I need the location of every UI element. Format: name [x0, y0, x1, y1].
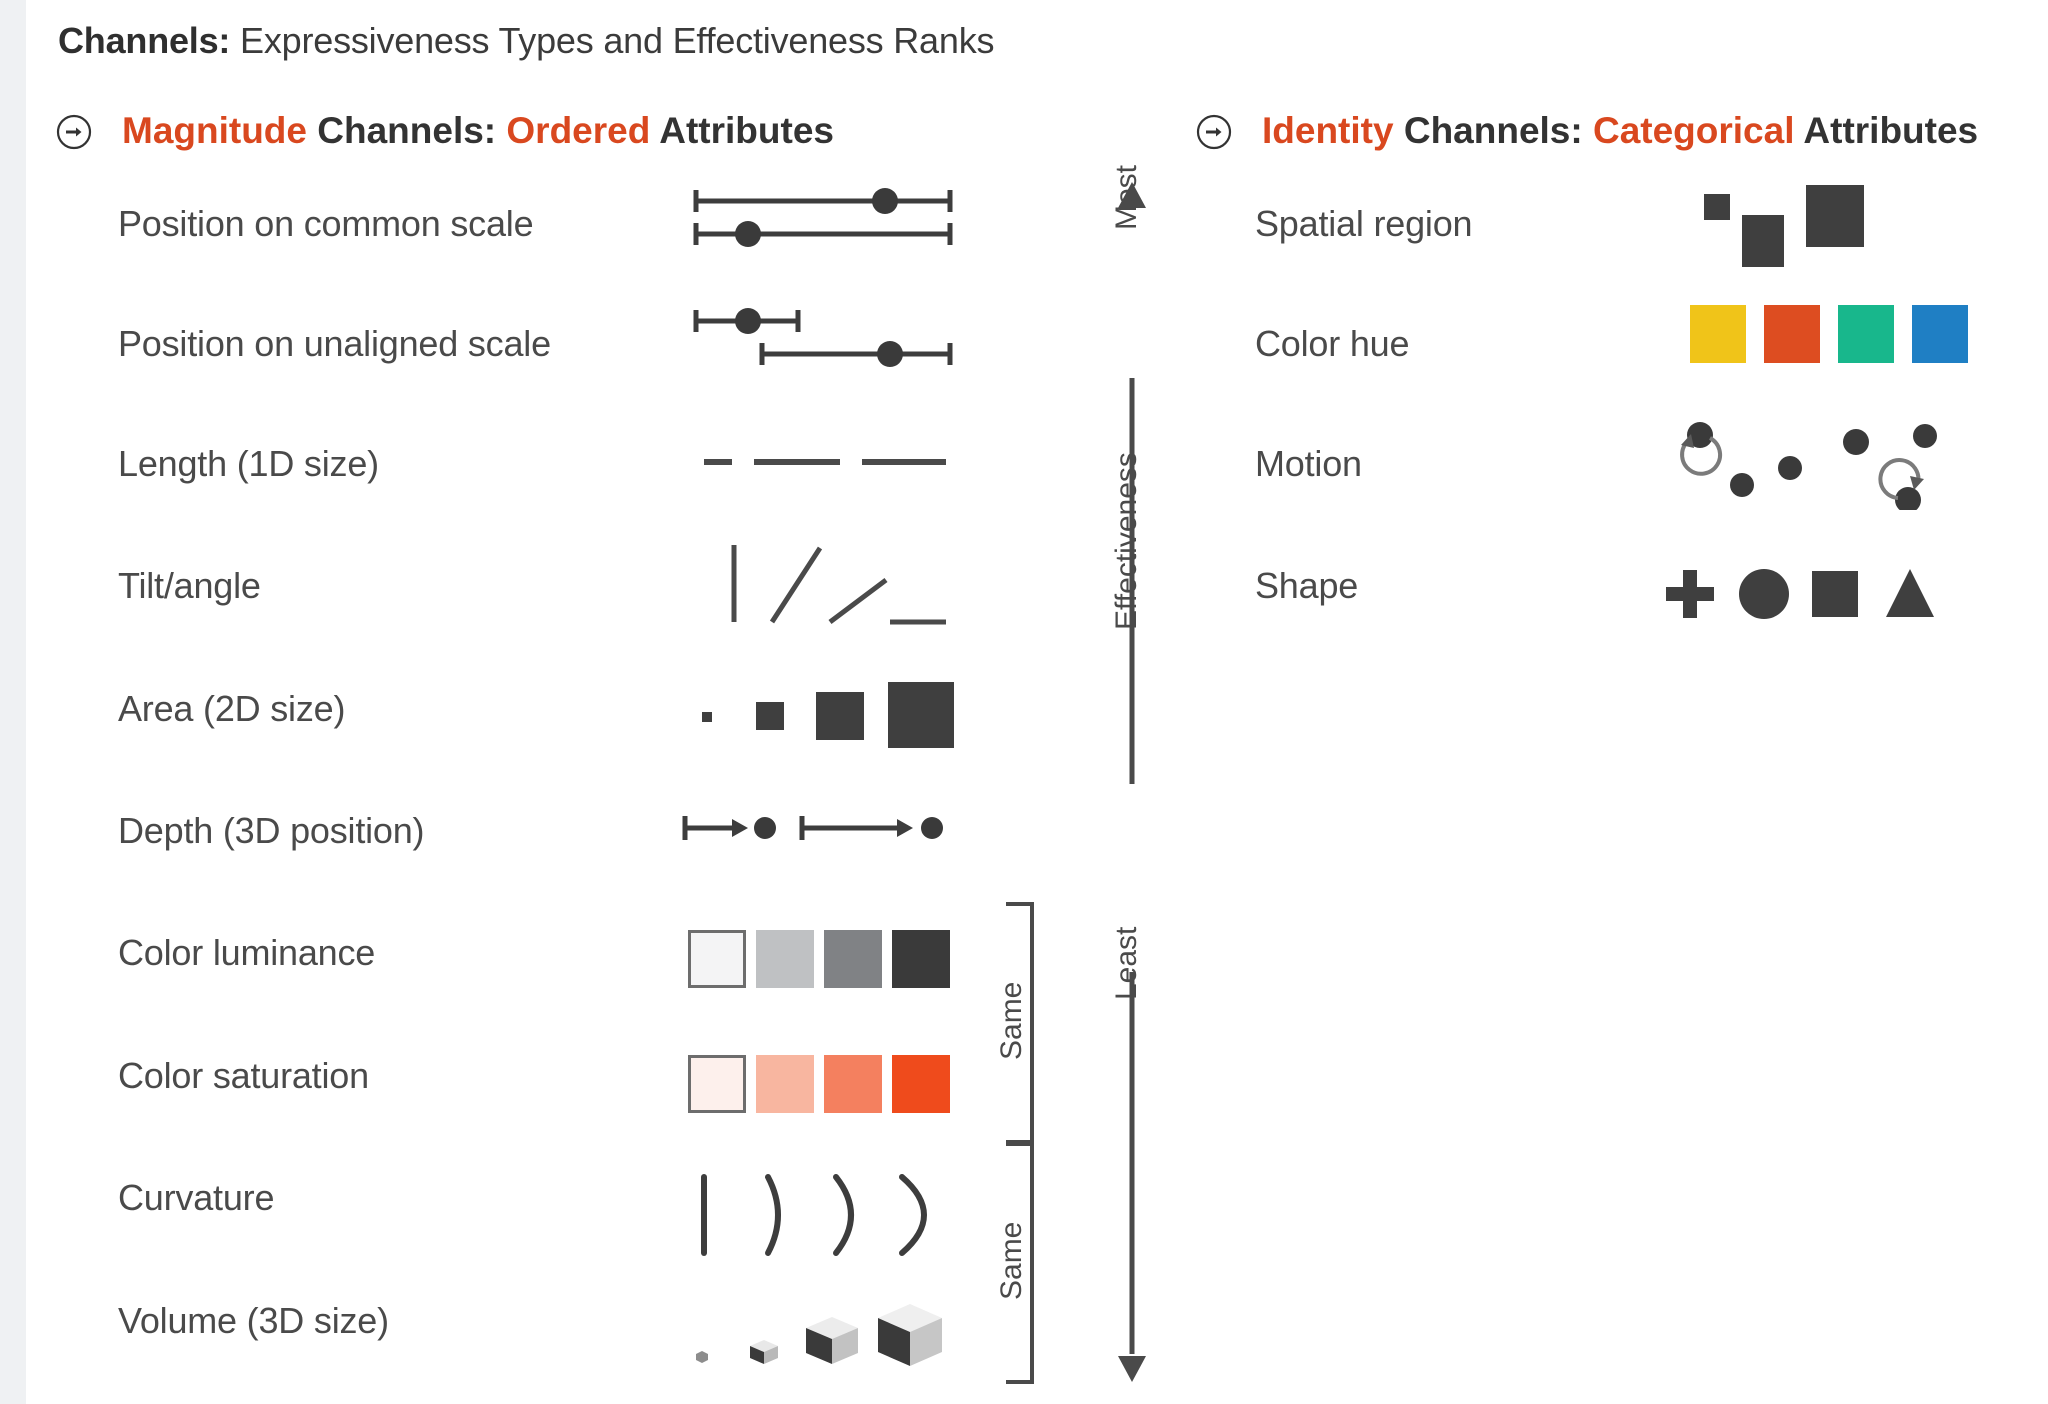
same-label-2: Same	[995, 1221, 1028, 1300]
page-title-bold: Channels:	[58, 20, 231, 61]
circle-arrow-right-icon	[56, 114, 92, 150]
hue-swatch-teal	[1838, 305, 1894, 363]
row-label-spatial-region: Spatial region	[1255, 203, 1473, 244]
glyph-two-aligned-range-bars	[693, 188, 953, 247]
identity-accent-1: Identity	[1262, 110, 1394, 151]
luminance-swatch-2	[756, 930, 814, 988]
row-label-volume: Volume (3D size)	[118, 1300, 389, 1341]
hue-swatch-yellow	[1690, 305, 1746, 363]
section-header-identity: Identity Channels: Categorical Attribute…	[1262, 110, 1978, 152]
page-title: Channels: Expressiveness Types and Effec…	[58, 20, 995, 62]
spatial-rect-3	[1806, 185, 1864, 247]
section-header-magnitude: Magnitude Channels: Ordered Attributes	[122, 110, 834, 152]
glyph-four-increasing-cubes	[696, 1304, 942, 1366]
row-label-length: Length (1D size)	[118, 443, 379, 484]
area-square-4	[888, 682, 954, 748]
glyph-three-increasing-lines	[704, 459, 946, 465]
hue-swatch-blue	[1912, 305, 1968, 363]
area-square-3	[816, 692, 864, 740]
glyph-two-depth-arrows	[682, 816, 943, 840]
spatial-rect-1	[1704, 194, 1730, 220]
spatial-rect-2	[1742, 215, 1784, 267]
glyph-luminance-ramp-swatches	[688, 930, 950, 992]
axis-label-most: Most	[1110, 164, 1143, 230]
row-label-curvature: Curvature	[118, 1177, 275, 1218]
row-label-color-hue: Color hue	[1255, 323, 1410, 364]
axis-label-least: Least	[1110, 926, 1143, 1000]
magnitude-accent-1: Magnitude	[122, 110, 307, 151]
row-label-position-common-scale: Position on common scale	[118, 203, 534, 244]
shape-triangle-icon	[1886, 569, 1934, 617]
magnitude-tail: Attributes	[650, 110, 834, 151]
glyph-two-unaligned-range-bars	[693, 308, 953, 367]
row-label-motion: Motion	[1255, 443, 1362, 484]
glyph-dots-with-rotation-arrows	[1680, 422, 1937, 510]
shape-circle-icon	[1739, 569, 1789, 619]
magnitude-mid: Channels:	[306, 110, 507, 151]
glyph-four-increasing-squares	[690, 670, 954, 760]
saturation-swatch-1	[688, 1055, 746, 1113]
axis-label-effectiveness: Effectiveness	[1110, 452, 1143, 630]
identity-tail: Attributes	[1794, 110, 1979, 151]
luminance-swatch-1	[688, 930, 746, 988]
row-label-color-saturation: Color saturation	[118, 1055, 369, 1096]
area-square-2	[756, 702, 784, 730]
page-title-rest: Expressiveness Types and Effectiveness R…	[230, 20, 995, 61]
row-label-color-luminance: Color luminance	[118, 932, 376, 973]
identity-mid: Channels:	[1393, 110, 1593, 151]
saturation-swatch-3	[824, 1055, 882, 1113]
row-label-area: Area (2D size)	[118, 688, 346, 729]
luminance-swatch-4	[892, 930, 950, 988]
row-label-position-unaligned-scale: Position on unaligned scale	[118, 323, 551, 364]
identity-accent-2: Categorical	[1592, 110, 1795, 151]
glyph-four-increasing-curves	[701, 1174, 927, 1256]
circle-arrow-right-icon	[1196, 114, 1232, 150]
area-square-1	[702, 712, 712, 722]
hue-swatch-orange	[1764, 305, 1820, 363]
row-label-tilt-angle: Tilt/angle	[118, 565, 261, 606]
saturation-swatch-4	[892, 1055, 950, 1113]
effectiveness-axis	[1118, 182, 1146, 1382]
luminance-swatch-3	[824, 930, 882, 988]
saturation-swatch-2	[756, 1055, 814, 1113]
glyph-three-offset-rectangles	[1700, 185, 1930, 275]
glyph-four-tilted-lines	[731, 545, 946, 625]
same-label-1: Same	[995, 981, 1028, 1060]
row-label-shape: Shape	[1255, 565, 1359, 606]
left-gutter	[0, 0, 26, 1404]
shape-square-icon	[1812, 571, 1858, 617]
glyph-plus-circle-square-triangle	[1666, 569, 1934, 619]
magnitude-accent-2: Ordered	[506, 110, 651, 151]
glyph-saturation-ramp-swatches	[688, 1055, 950, 1117]
same-bracket-curvature-volume	[1006, 1142, 1034, 1384]
row-label-depth: Depth (3D position)	[118, 810, 425, 851]
glyph-four-hue-swatches	[1690, 305, 1970, 367]
